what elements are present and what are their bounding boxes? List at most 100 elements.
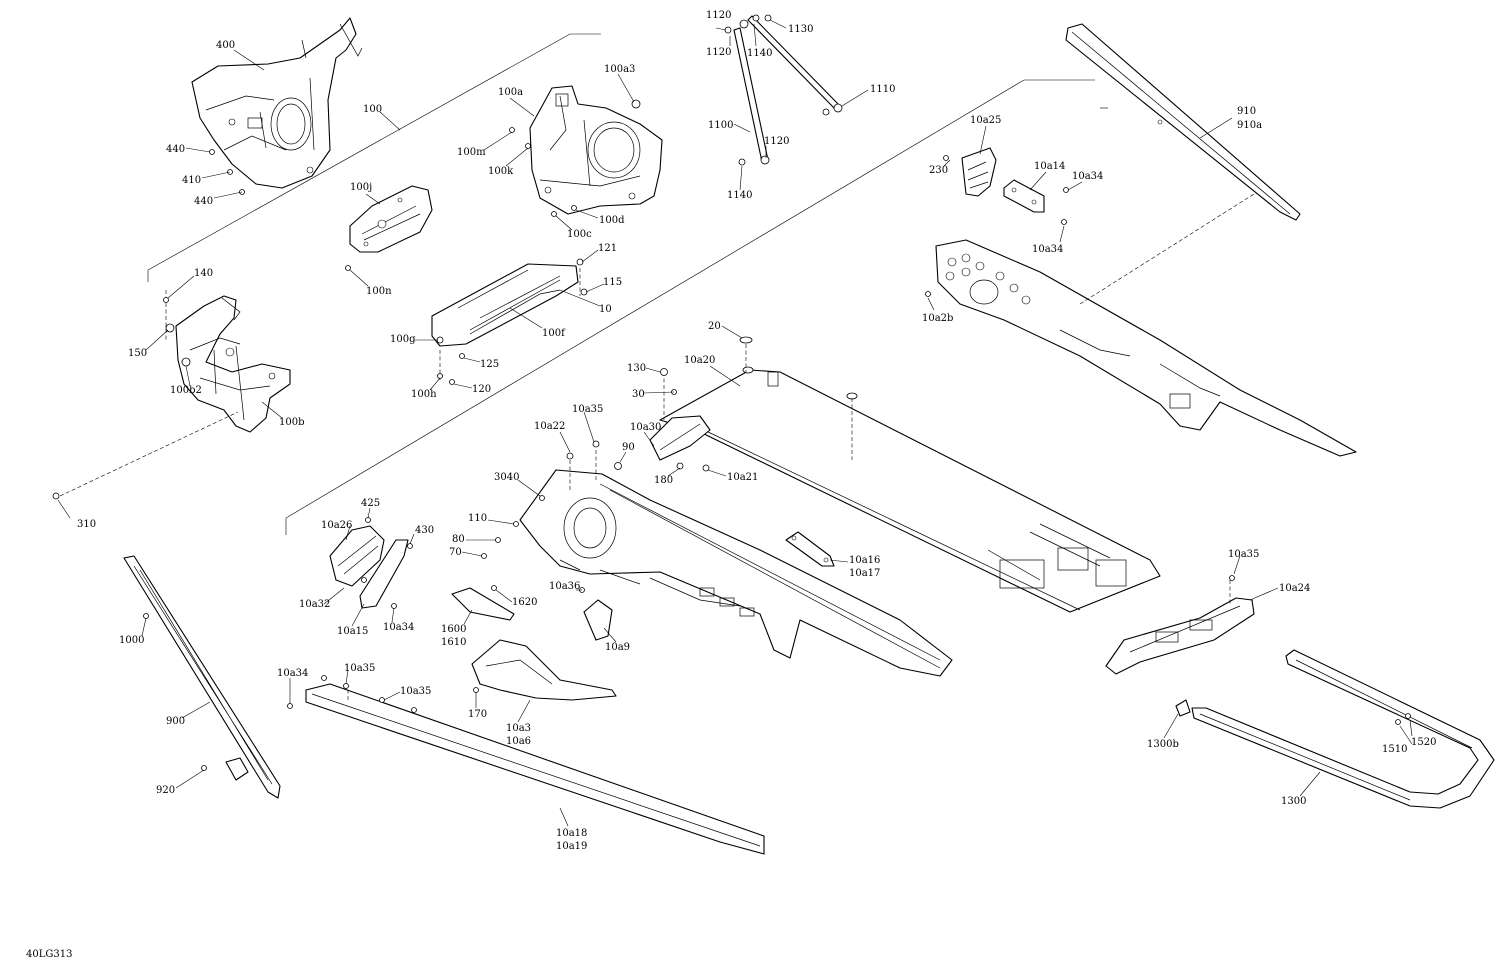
callout-10a26: 10a26	[321, 520, 352, 531]
callout-130: 130	[627, 363, 646, 374]
callout-170: 170	[468, 709, 487, 720]
callout-140: 140	[194, 268, 213, 279]
left-trim-bar	[123, 555, 281, 799]
callout-10a18: 10a18	[556, 828, 587, 839]
callout-100j: 100j	[350, 182, 372, 193]
callout-10a17: 10a17	[849, 568, 880, 579]
callout-10a6: 10a6	[506, 736, 531, 747]
front-frame-assembly	[191, 17, 363, 189]
callout-440: 440	[166, 144, 185, 155]
callout-1140: 1140	[727, 190, 752, 201]
callout-110: 110	[468, 513, 487, 524]
callout-10a34: 10a34	[277, 668, 308, 679]
fasteners	[52, 99, 1411, 771]
callout-115: 115	[603, 277, 622, 288]
callout-100g: 100g	[390, 334, 416, 345]
callout-10a35: 10a35	[1228, 549, 1259, 560]
callout-10a15: 10a15	[337, 626, 368, 637]
callout-10a24: 10a24	[1279, 583, 1310, 594]
callout-20: 20	[708, 321, 721, 332]
engine-mount-bracket	[529, 85, 663, 215]
callout-430: 430	[415, 525, 434, 536]
callout-120: 120	[472, 384, 491, 395]
callout-1510: 1510	[1382, 744, 1407, 755]
side-rail	[935, 239, 1357, 457]
document-code: 40LG313	[26, 949, 72, 960]
callout-10a30: 10a30	[630, 422, 661, 433]
callout-30: 30	[632, 389, 645, 400]
callout-1120: 1120	[764, 136, 789, 147]
callout-10a35: 10a35	[344, 663, 375, 674]
callout-10a21: 10a21	[727, 472, 758, 483]
callout-440: 440	[194, 196, 213, 207]
callout-100c: 100c	[567, 229, 592, 240]
callout-310: 310	[77, 519, 96, 530]
callout-10a34: 10a34	[1032, 244, 1063, 255]
callout-1520: 1520	[1411, 737, 1436, 748]
group-bracket-lines	[147, 33, 1095, 535]
callout-10a19: 10a19	[556, 841, 587, 852]
callout-1000: 1000	[119, 635, 144, 646]
callout-10a25: 10a25	[970, 115, 1001, 126]
callout-10a35: 10a35	[572, 404, 603, 415]
callout-100n: 100n	[366, 286, 392, 297]
callout-100d: 100d	[599, 215, 625, 226]
rear-cross-bar	[1065, 23, 1301, 221]
callout-1600: 1600	[441, 624, 466, 635]
callout-910: 910	[1237, 106, 1256, 117]
callout-10a34: 10a34	[1072, 171, 1103, 182]
callout-1620: 1620	[512, 597, 537, 608]
guard-plate	[349, 185, 433, 253]
callout-150: 150	[128, 348, 147, 359]
callout-10a16: 10a16	[849, 555, 880, 566]
callout-10a36: 10a36	[549, 581, 580, 592]
callout-100b: 100b	[279, 417, 305, 428]
callout-1120: 1120	[706, 10, 731, 21]
callout-410: 410	[182, 175, 201, 186]
callout-100f: 100f	[542, 328, 566, 339]
callout-1610: 1610	[441, 637, 466, 648]
callout-70: 70	[449, 547, 462, 558]
callout-1110: 1110	[870, 84, 895, 95]
callout-910a: 910a	[1237, 120, 1262, 131]
support-bracket	[431, 263, 579, 347]
callout-400: 400	[216, 40, 235, 51]
callout-100k: 100k	[488, 166, 514, 177]
callout-1130: 1130	[788, 24, 813, 35]
small-brackets	[329, 525, 835, 701]
callout-920: 920	[156, 785, 175, 796]
main-tunnel-deck	[649, 336, 1161, 613]
callout-labels: 400 100 440 410 440 100j 100n 100a3 100a…	[77, 10, 1436, 852]
callout-125: 125	[480, 359, 499, 370]
callout-leaders	[57, 19, 1413, 827]
callout-100m: 100m	[457, 147, 486, 158]
callout-100b2: 100b2	[170, 385, 202, 396]
callout-10a9: 10a9	[605, 642, 630, 653]
callout-10a32: 10a32	[299, 599, 330, 610]
callout-100h: 100h	[411, 389, 437, 400]
callout-10a3: 10a3	[506, 723, 531, 734]
strut-rods	[724, 14, 843, 166]
callout-230: 230	[929, 165, 948, 176]
callout-425: 425	[361, 498, 380, 509]
callout-10a2b: 10a2b	[922, 313, 953, 324]
rear-bracket	[1105, 597, 1255, 675]
callout-100a: 100a	[498, 87, 523, 98]
upper-brackets	[961, 147, 1045, 213]
callout-80: 80	[452, 534, 465, 545]
callout-10: 10	[599, 304, 612, 315]
lower-chassis	[519, 469, 953, 677]
callout-10a34: 10a34	[383, 622, 414, 633]
callout-100a3: 100a3	[604, 64, 635, 75]
callout-10a20: 10a20	[684, 355, 715, 366]
callout-1300b: 1300b	[1147, 739, 1179, 750]
callout-900: 900	[166, 716, 185, 727]
steering-support	[175, 295, 291, 433]
callout-1100: 1100	[708, 120, 733, 131]
rear-bumper	[1175, 649, 1495, 809]
callout-180: 180	[654, 475, 673, 486]
callout-1120: 1120	[706, 47, 731, 58]
callout-121: 121	[598, 243, 617, 254]
lower-trim-strip	[305, 683, 765, 855]
